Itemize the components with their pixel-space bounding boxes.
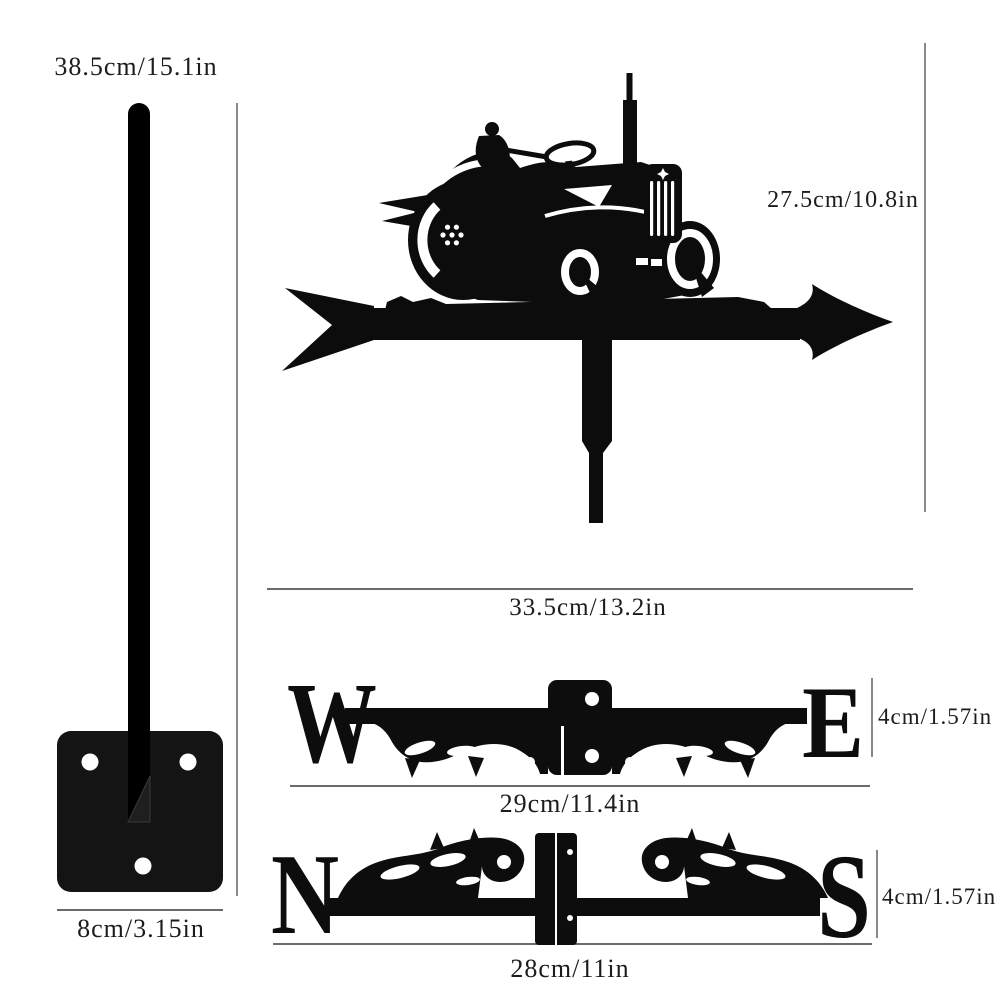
steering-column [565,160,574,179]
vane-height-label: 27.5cm/10.8in [767,187,919,213]
we-scrollwork-left [368,722,548,778]
windshield-highlight [564,185,612,207]
rear-wheel-hub-bolts [440,224,464,246]
compass-letter-south: S [817,829,871,964]
hood-highlight [544,205,650,218]
we-directional-bar: W E [287,661,864,788]
arrow-tail [282,288,374,371]
front-wheel-rim-highlight [667,229,713,289]
ns-width-label: 28cm/11in [510,954,630,983]
vane-width-label: 33.5cm/13.2in [509,594,667,621]
mounting-pole [128,103,150,822]
vane-platform [383,296,776,318]
mid-wheel-rim-highlight [561,249,599,295]
ns-height-label: 4cm/1.57in [882,884,997,909]
tractor-silhouette [379,73,720,303]
exhaust-pipe [623,73,637,170]
axle-highlight [651,259,662,266]
screw-hole [134,857,152,875]
base-width-label: 8cm/3.15in [77,914,205,943]
ns-plate-hole [567,915,573,921]
support-rod [582,340,612,523]
arrow-head [795,284,893,360]
pole-assembly [57,103,223,892]
driver-arm [499,146,548,160]
ns-scrollwork-left [338,828,525,898]
we-mounting-plate [548,680,612,775]
driver-body [475,135,510,172]
we-plate-hole [585,692,599,706]
pole-height-label: 38.5cm/15.1in [54,52,218,81]
we-plate-hole [585,749,599,763]
mid-wheel-rim-gap [580,272,604,301]
ns-plate-seam [555,833,557,945]
screw-hole [81,753,99,771]
compass-letter-east: E [802,667,864,781]
ns-scrollwork-right [641,828,828,898]
we-width-label: 29cm/11.4in [499,789,641,818]
ns-plate-hole [567,849,573,855]
driver-head [485,122,499,136]
pole-bracket [127,775,151,823]
ns-directional-bar: N S [271,828,871,964]
compass-letter-north: N [271,830,339,958]
weathervane [282,73,893,523]
axle-highlight [636,258,648,265]
rear-wheel-rim-highlight [417,202,441,278]
grille-slats [650,181,675,236]
grille-badge [657,168,669,180]
we-scrollwork-right [612,722,792,778]
front-wheel-rim-gap [690,259,714,297]
we-plate-slit [561,726,564,775]
compass-letter-west: W [287,661,377,788]
screw-hole [179,753,197,771]
dimension-lines [57,43,926,945]
we-height-label: 4cm/1.57in [878,704,993,729]
